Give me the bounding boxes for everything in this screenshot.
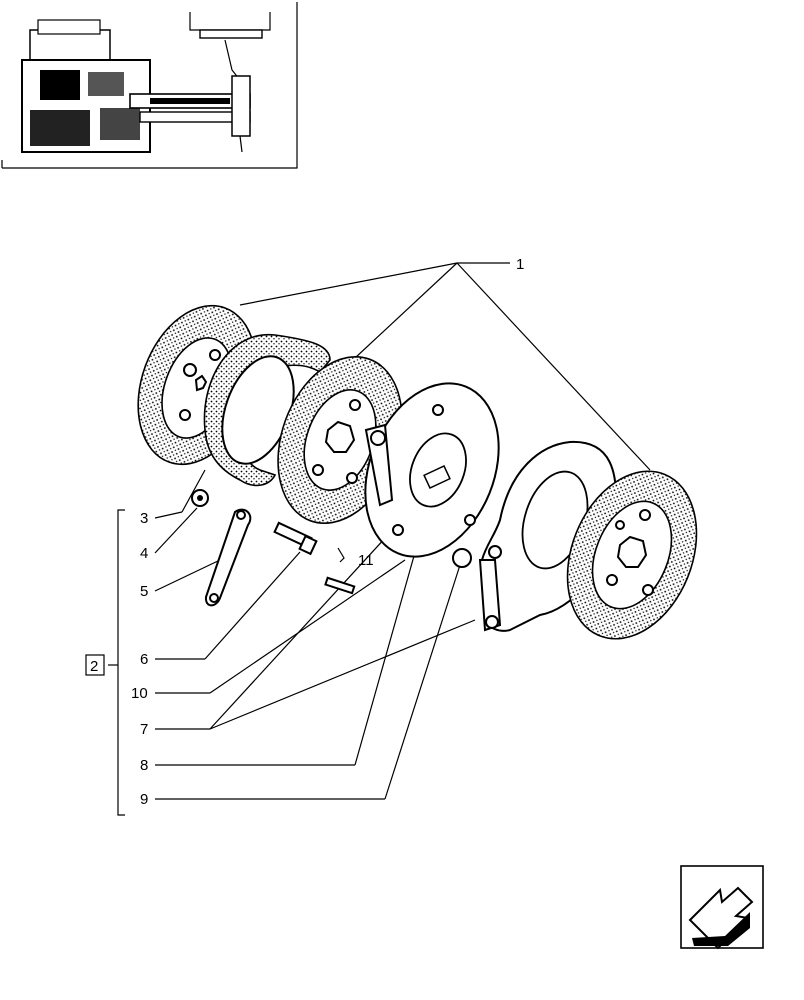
callout-4: 4 xyxy=(140,545,148,562)
callout-6: 6 xyxy=(140,651,148,668)
callout-9: 9 xyxy=(140,791,148,808)
steel-ball xyxy=(452,548,472,568)
link-arm xyxy=(204,508,252,607)
callout-3: 3 xyxy=(140,510,148,527)
friction-disc-right xyxy=(566,470,698,640)
bolt xyxy=(273,521,318,556)
small-bolt xyxy=(324,576,356,595)
locator-thumbnail xyxy=(1,2,298,169)
callout-7: 7 xyxy=(140,721,148,738)
group-box xyxy=(85,654,105,676)
callout-5: 5 xyxy=(140,583,148,600)
callout-10: 10 xyxy=(131,685,148,702)
callout-labels: 1 2 3 4 5 6 7 8 9 10 11 xyxy=(85,256,524,808)
cotter-pin xyxy=(337,547,345,563)
actuator-plate xyxy=(364,382,500,558)
callout-11: 11 xyxy=(358,552,374,569)
callout-2: 2 xyxy=(90,658,98,675)
callout-8: 8 xyxy=(140,757,148,774)
leader-lines xyxy=(108,262,651,816)
previous-page-arrow-icon[interactable] xyxy=(680,865,764,950)
nut xyxy=(191,489,209,507)
callout-1: 1 xyxy=(516,256,524,273)
